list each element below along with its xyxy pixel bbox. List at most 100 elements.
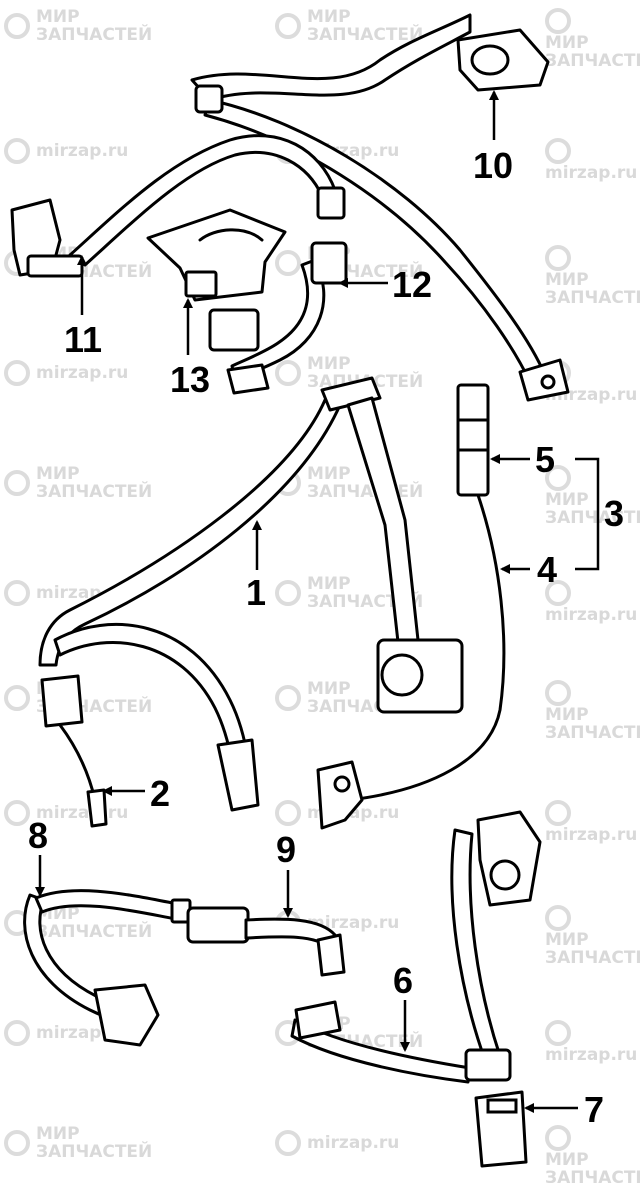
map-pin-icon [545, 905, 571, 931]
map-pin-icon [545, 800, 571, 826]
map-pin-icon [545, 1020, 571, 1046]
rear-belt-retractor [456, 28, 550, 92]
map-pin-icon [4, 685, 30, 711]
map-pin-icon [275, 685, 301, 711]
callout-7: 7 [584, 1089, 604, 1130]
watermark-line1: МИР [307, 354, 351, 374]
map-pin-icon [4, 138, 30, 164]
retractor-spool [470, 44, 510, 76]
watermark-site: mirzap.ru [275, 1130, 399, 1156]
side-belt-anchor [294, 1000, 342, 1040]
watermark-line2: ЗАПЧАСТЕЙ [307, 25, 424, 45]
part-9-buckle-assembly [186, 906, 346, 977]
map-pin-icon [4, 13, 30, 39]
rear-belt-lower-anchor [518, 358, 570, 402]
watermark-line1: МИР [545, 490, 589, 510]
callout-10: 10 [473, 145, 513, 186]
part-5-sensor [456, 383, 490, 497]
center-buckle-latch [208, 308, 260, 352]
front-webbing-down [346, 396, 420, 644]
watermark-line1: МИР [545, 1150, 589, 1170]
callout-11: 11 [64, 319, 102, 360]
map-pin-icon [275, 13, 301, 39]
watermark-line2: ЗАПЧАСТЕЙ [36, 25, 153, 45]
map-pin-icon [545, 580, 571, 606]
leader-lines [35, 90, 600, 1113]
watermark-site-text: mirzap.ru [545, 163, 638, 183]
watermark-line2: ЗАПЧАСТЕЙ [545, 948, 640, 968]
buckle-tongue [316, 186, 346, 220]
watermark-site: mirzap.ru [4, 138, 128, 164]
latch-cable [58, 723, 97, 802]
buckle-anchor-plate [26, 254, 84, 278]
map-pin-icon [275, 800, 301, 826]
watermark-line1: МИР [307, 574, 351, 594]
map-pin-icon [545, 465, 571, 491]
front-retractor-spool [380, 653, 424, 697]
side-belt-spool [489, 859, 521, 891]
map-pin-icon [545, 138, 571, 164]
map-pin-icon [545, 680, 571, 706]
map-pin-icon [4, 470, 30, 496]
watermark-site: mirzap.ru [545, 800, 640, 844]
watermark-line2: ЗАПЧАСТЕЙ [545, 288, 640, 308]
map-pin-icon [4, 360, 30, 386]
map-pin-icon [275, 580, 301, 606]
map-pin-icon [4, 1130, 30, 1156]
front-shoulder-strap [38, 398, 342, 667]
watermark-line2: ЗАПЧАСТЕЙ [36, 922, 153, 942]
center-buckle-anchor [226, 363, 270, 395]
watermark-line2: ЗАПЧАСТЕЙ [545, 508, 640, 528]
map-pin-icon [545, 245, 571, 271]
watermark-line1: МИР [545, 930, 589, 950]
watermark-site: mirzap.ru [4, 360, 128, 386]
buckle-9-anchor [316, 933, 346, 977]
watermark-site-text: mirzap.ru [545, 605, 638, 625]
part-7-buckle-receiver [474, 1090, 528, 1168]
part-13-buckle-housing [146, 208, 287, 302]
watermark-line1: МИР [307, 464, 351, 484]
map-pin-icon [4, 580, 30, 606]
wire-bracket [316, 760, 364, 830]
part-1-front-belt-assembly [38, 376, 464, 812]
sensor-body [456, 383, 490, 497]
map-pin-icon [545, 8, 571, 34]
center-buckle-head [310, 241, 348, 285]
receiver-slot [486, 1098, 518, 1114]
front-latch-plate [40, 674, 84, 728]
front-upper-guide [320, 376, 382, 412]
front-lap-strap [53, 623, 250, 764]
front-retractor [376, 638, 464, 714]
callout-labels: 10 11 12 13 1 5 3 4 2 8 9 6 7 [28, 145, 624, 1130]
rear-belt-strap [190, 13, 472, 102]
side-belt-latch [464, 1048, 512, 1082]
watermark-line1: МИР [36, 1124, 80, 1144]
watermark-site-text: mirzap.ru [545, 1045, 638, 1065]
rear-belt-upper-anchor [194, 84, 224, 114]
map-pin-icon [4, 1020, 30, 1046]
callout-3: 3 [604, 493, 624, 534]
callout-4: 4 [537, 549, 557, 590]
cable-end [86, 788, 108, 828]
bracket-3 [575, 457, 600, 571]
watermark-line2: ЗАПЧАСТЕЙ [36, 1142, 153, 1162]
lap-belt-upper [34, 889, 187, 922]
bracket-hole [333, 775, 351, 793]
part-11-buckle-strap [10, 134, 346, 278]
watermark-line1: МИР [36, 464, 80, 484]
part-12-center-buckle [208, 241, 348, 395]
watermark-line1: МИР [545, 270, 589, 290]
lap-belt-retractor [93, 983, 160, 1047]
front-lower-anchor [216, 738, 260, 812]
